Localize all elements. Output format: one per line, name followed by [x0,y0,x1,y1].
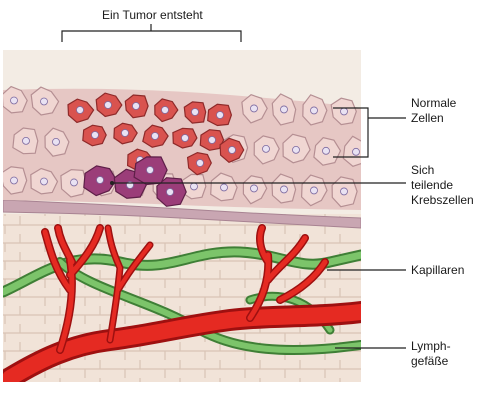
basement-membrane [3,199,361,229]
normal-cell-nucleus [310,106,318,115]
normal-cell-nucleus [322,146,330,155]
normal-cell-nucleus [262,144,270,153]
diagram-title: Ein Tumor entsteht [102,8,203,22]
cancer-cell-nucleus [208,136,216,144]
label-normal-cells: Normale Zellen [411,96,457,125]
cancer-cell-nucleus [191,108,199,116]
normal-cell-nucleus [340,107,348,116]
normal-cell-nucleus [340,187,348,196]
normal-cell-nucleus [352,147,360,156]
cancer-cell-nucleus [216,111,224,119]
normal-cell-nucleus [22,136,30,145]
normal-cells-bracket [333,107,406,158]
normal-cell-nucleus [250,184,258,193]
dividing-cancer-cell-nucleus [166,188,174,196]
cancer-cell-nucleus [196,159,204,167]
normal-cell-nucleus [70,178,78,187]
cancer-cell-nucleus [76,106,84,114]
normal-cell-nucleus [280,105,288,114]
normal-cells-group [3,85,361,208]
cancer-cell-nucleus [132,102,140,110]
label-lymph-vessels: Lymph- gefäße [411,339,451,368]
normal-cell-nucleus [310,186,318,195]
normal-cell-nucleus [40,177,48,186]
normal-cell-nucleus [10,176,18,185]
normal-cell-nucleus [220,183,228,192]
normal-cell-nucleus [40,97,48,106]
title-bracket [61,24,242,42]
normal-cell-nucleus [280,185,288,194]
dividing-cancer-cell-nucleus [96,176,104,184]
normal-cell-nucleus [292,145,300,154]
capillaries [3,224,361,382]
cancer-cell-nucleus [121,129,129,137]
label-dividing-cancer-cells: Sich teilende Krebszellen [411,163,474,207]
normal-cell-nucleus [250,104,258,113]
cancer-cell-nucleus [104,101,112,109]
cancer-cell-nucleus [181,134,189,142]
cancer-cell-nucleus [91,131,99,139]
dividing-cancer-cell-nucleus [146,166,154,174]
cancer-cell-nucleus [228,146,236,154]
normal-cell-nucleus [10,96,18,105]
normal-cell-nucleus [190,182,198,191]
cancer-cell-nucleus [161,106,169,114]
cancer-cell-nucleus [151,132,159,140]
normal-cell-nucleus [52,137,60,146]
label-capillaries: Kapillaren [411,263,465,277]
